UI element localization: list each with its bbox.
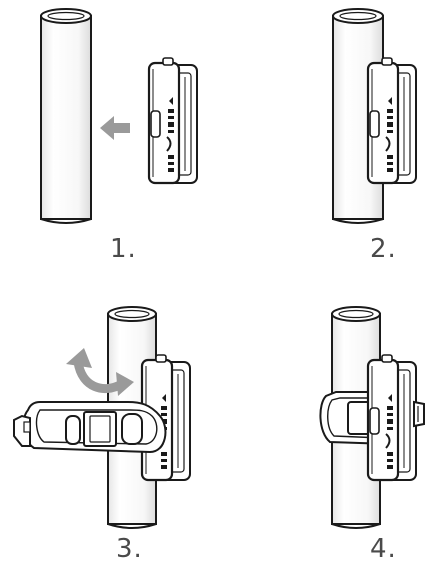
step-2-label: 2.: [370, 234, 397, 264]
tube: [332, 8, 384, 224]
step-1-label: 1.: [110, 234, 137, 264]
tube: [40, 8, 92, 224]
step-3-panel: [13, 306, 192, 529]
step-4-panel: [319, 306, 425, 529]
step-3-label: 3.: [116, 534, 143, 564]
step-1-panel: [40, 8, 199, 224]
light-unit: [366, 353, 418, 482]
left-arrow-icon: [100, 116, 130, 140]
curved-double-arrow-icon: [66, 348, 134, 396]
step-2-panel: [332, 8, 418, 224]
light-unit: [366, 56, 418, 185]
rubber-strap: [13, 401, 167, 454]
step-4-label: 4.: [370, 534, 397, 564]
strap-hook: [413, 400, 425, 428]
light-unit: [147, 56, 199, 185]
